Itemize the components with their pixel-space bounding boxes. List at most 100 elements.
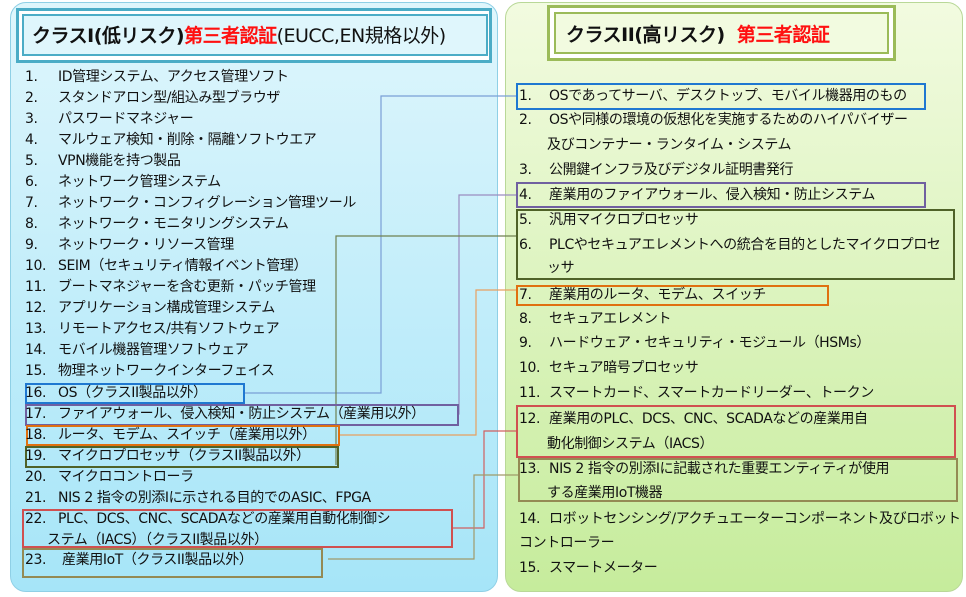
item-number: 13. — [519, 460, 541, 477]
item-number: 5. — [519, 211, 532, 228]
item-number: 14. — [519, 510, 541, 527]
item-text: ブートマネジャーを含む更新・パッチ管理 — [58, 279, 316, 296]
item-text-continued: コントローラー — [519, 534, 615, 551]
item-number: 15. — [25, 363, 47, 380]
list-item: 10. セキュア暗号プロセッサ — [519, 358, 699, 379]
highlight-r-iacs — [516, 405, 956, 458]
list-item: 13. NIS 2 指令の別添Iに記載された重要エンティティが使用 — [519, 459, 890, 480]
list-item: 2. OSや同様の環境の仮想化を実施するためのハイパバイザー — [519, 110, 908, 131]
item-text: VPN機能を持つ製品 — [58, 152, 181, 169]
item-text: スタンドアロン型/組込み型ブラウザ — [58, 89, 280, 106]
list-item: 18.ルータ、モデム、スイッチ（産業用以外） — [25, 425, 316, 446]
connector-iot — [328, 474, 518, 560]
item-number: 8. — [519, 310, 532, 327]
item-text: ネットワーク・コンフィグレーション管理ツール — [58, 194, 356, 211]
item-text: ルータ、モデム、スイッチ（産業用以外） — [58, 426, 316, 443]
class2-title-cert: 第三者認証 — [736, 24, 830, 46]
item-number: 13. — [25, 321, 47, 338]
class1-title: クラスI(低リスク)第三者認証(EUCC,EN規格以外) — [32, 21, 446, 48]
item-text: OSであってサーバ、デスクトップ、モバイル機器用のもの — [549, 87, 907, 104]
item-text: ロボットセンシング/アクチュエーターコンポーネント及びロボット — [549, 510, 961, 527]
item-text: リモートアクセス/共有ソフトウェア — [58, 321, 280, 338]
item-number: 2. — [25, 89, 38, 106]
list-item: 9.ハードウェア・セキュリティ・モジュール（HSMs） — [519, 333, 870, 354]
class1-title-box — [22, 14, 488, 56]
item-number: 17. — [25, 405, 47, 422]
item-text: マイクロコントローラ — [58, 468, 194, 485]
list-item: 16.OS（クラスII製品以外） — [25, 383, 207, 404]
list-item: 3.公開鍵インフラ及びデジタル証明書発行 — [519, 160, 794, 181]
item-number: 22. — [25, 510, 47, 527]
item-number: 11. — [25, 279, 47, 296]
list-item: 6. ネットワーク管理システム — [25, 172, 221, 193]
highlight-os — [25, 383, 245, 404]
item-text: ネットワーク管理システム — [58, 173, 221, 190]
class1-title-label: クラスI(低リスク) — [32, 25, 185, 47]
list-item: 10.SEIM（セキュリティ情報イベント管理） — [25, 256, 308, 277]
item-text: ファイアウォール、侵入検知・防止システム（産業用以外） — [58, 405, 425, 422]
item-text-continued: ッサ — [547, 259, 575, 276]
list-item: 21.NIS 2 指令の別添Iに示される目的でのASIC、FPGA — [25, 488, 371, 509]
item-number: 12. — [519, 410, 541, 427]
highlight-iot — [22, 548, 323, 578]
item-text: 産業用のルータ、モデム、スイッチ — [549, 286, 766, 303]
item-number: 19. — [25, 447, 47, 464]
item-text: NIS 2 指令の別添Iに記載された重要エンティティが使用 — [549, 460, 890, 477]
list-item: 4.産業用のファイアウォール、侵入検知・防止システム — [519, 185, 875, 206]
item-number: 1. — [25, 68, 38, 85]
list-item: 2. スタンドアロン型/組込み型ブラウザ — [25, 88, 280, 109]
item-number: 10. — [25, 258, 47, 275]
item-text: パスワードマネジャー — [58, 110, 194, 127]
item-text-continued: ステム（IACS）（クラスII製品以外） — [47, 532, 268, 548]
highlight-r-microprocessor — [516, 209, 955, 280]
list-item: 4.マルウェア検知・削除・隔離ソフトウエア — [25, 130, 317, 151]
item-number: 10. — [519, 359, 541, 376]
item-number: 7. — [519, 286, 532, 303]
item-text: ネットワーク・リソース管理 — [58, 237, 234, 254]
item-number: 8. — [25, 215, 38, 232]
item-text-continued: 及びコンテナー・ランタイム・システム — [547, 136, 792, 153]
list-item: 17. ファイアウォール、侵入検知・防止システム（産業用以外） — [25, 404, 425, 425]
item-number: 11. — [519, 384, 541, 401]
item-number: 6. — [25, 173, 38, 190]
highlight-iacs — [22, 509, 453, 548]
list-item: 7. 産業用のルータ、モデム、スイッチ — [519, 285, 766, 306]
list-item: 1.OSであってサーバ、デスクトップ、モバイル機器用のもの — [519, 86, 907, 107]
item-text: セキュア暗号プロセッサ — [549, 359, 699, 376]
item-text: 物理ネットワークインターフェイス — [58, 363, 275, 380]
connector-firewall — [458, 194, 516, 415]
connector-iacs — [452, 430, 516, 529]
item-text: セキュアエレメント — [549, 310, 672, 327]
connector-os — [244, 95, 516, 394]
item-text: マルウェア検知・削除・隔離ソフトウエア — [58, 131, 317, 148]
list-item: 22.PLC、DCS、CNC、SCADAなどの産業用自動化制御シ — [25, 509, 391, 530]
class1-title-suffix: (EUCC,EN規格以外) — [276, 25, 447, 47]
class1-title-cert: 第三者認証 — [184, 25, 277, 47]
list-item: 14. ロボットセンシング/アクチュエーターコンポーネント及びロボット — [519, 509, 961, 530]
item-text: 産業用IoT（クラスII製品以外） — [58, 551, 253, 568]
item-text: ID管理システム、アクセス管理ソフト — [58, 68, 289, 85]
list-item: 6.PLCやセキュアエレメントへの統合を目的としたマイクロプロセ — [519, 235, 941, 256]
item-text: マイクロプロセッサ（クラスII製品以外） — [58, 447, 310, 464]
item-text: スマートカード、スマートカードリーダー、トークン — [549, 384, 874, 401]
item-number: 23. — [25, 551, 47, 568]
item-number: 5. — [25, 152, 38, 169]
list-item: 20.マイクロコントローラ — [25, 467, 194, 488]
class2-title: クラスII(高リスク) 第三者認証 — [566, 20, 830, 47]
item-number: 15. — [519, 559, 541, 576]
highlight-microprocessor — [25, 446, 339, 468]
item-text: OSや同様の環境の仮想化を実施するためのハイパバイザー — [549, 111, 908, 128]
connector-microprocessor — [335, 235, 516, 465]
item-text: スマートメーター — [549, 559, 658, 576]
item-number: 4. — [519, 186, 532, 203]
item-text: ネットワーク・モニタリングシステム — [58, 215, 289, 232]
connector-router — [339, 289, 516, 436]
item-number: 2. — [519, 111, 532, 128]
list-item: 19. マイクロプロセッサ（クラスII製品以外） — [25, 446, 310, 467]
item-number: 6. — [519, 236, 532, 253]
item-number: 9. — [519, 334, 532, 351]
item-text: モバイル機器管理ソフトウェア — [58, 342, 249, 359]
list-item: 5. VPN機能を持つ製品 — [25, 151, 181, 172]
list-item: 11. ブートマネジャーを含む更新・パッチ管理 — [25, 277, 316, 298]
list-item: 13. リモートアクセス/共有ソフトウェア — [25, 319, 280, 340]
